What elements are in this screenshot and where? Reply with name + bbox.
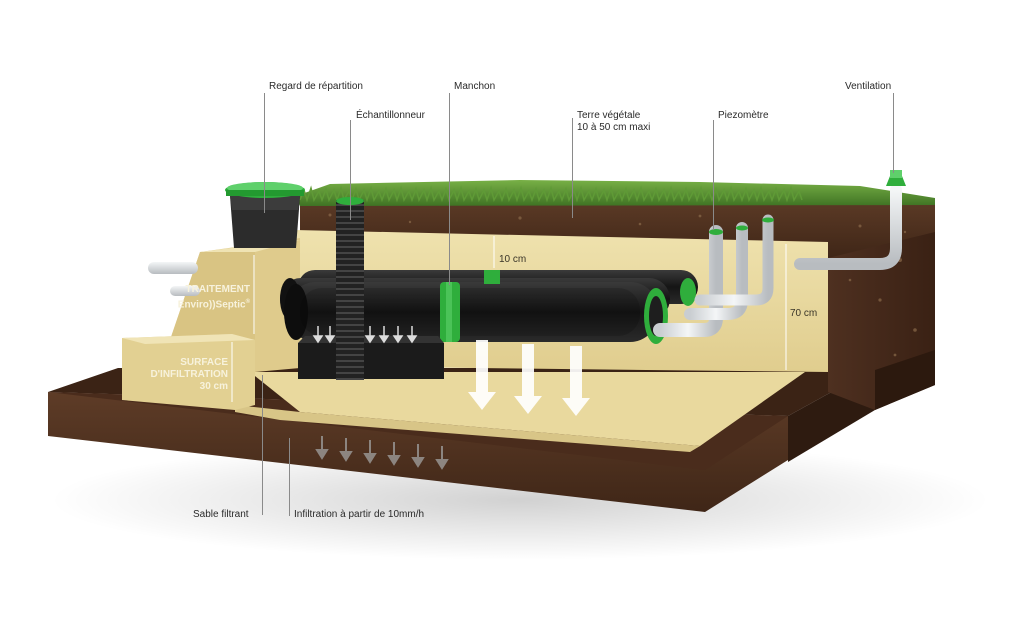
label-manchon: Manchon — [454, 81, 496, 92]
label-traitement-line2: Enviro))Septic® — [168, 296, 250, 311]
label-terre-vegetale: Terre végétale 10 à 50 cm maxi — [577, 110, 650, 134]
label-terre-line1: Terre végétale — [577, 110, 641, 121]
ventilation-pipe — [794, 184, 902, 270]
leader-ventilation — [893, 93, 894, 173]
dimension-markers — [231, 236, 787, 402]
ventilation-cap-icon — [886, 170, 906, 186]
label-traitement-line1: TRAITEMENT — [185, 284, 250, 295]
leader-terre — [572, 118, 573, 218]
label-echantillonneur: Échantillonneur — [356, 110, 425, 121]
flow-arrows — [468, 340, 590, 416]
sampler-riser — [298, 197, 444, 380]
label-dim-10cm: 10 cm — [499, 254, 527, 265]
sand-floor-front — [235, 405, 700, 452]
label-surface-line1: SURFACE — [180, 357, 228, 368]
inlet-pipe — [148, 262, 200, 296]
label-dim-70cm: 70 cm — [790, 308, 818, 319]
label-regard: Regard de répartition — [269, 81, 363, 92]
label-surface-line3: 30 cm — [199, 381, 228, 392]
label-terre-line2: 10 à 50 cm maxi — [577, 122, 651, 133]
distribution-pipes — [280, 270, 698, 342]
leader-manchon — [449, 93, 450, 285]
leader-echantillonneur — [350, 120, 351, 220]
label-ventilation: Ventilation — [845, 81, 892, 92]
infiltration-arrows — [315, 436, 449, 470]
label-sable-filtrant: Sable filtrant — [193, 509, 249, 520]
leader-sable — [262, 375, 263, 515]
label-traitement-brand: Enviro))Septic — [177, 299, 246, 311]
sand-step-blocks — [122, 238, 300, 410]
label-surface-line2: D'INFILTRATION — [150, 369, 228, 380]
leader-infiltration — [289, 438, 290, 516]
label-traitement-reg: ® — [245, 299, 250, 305]
leader-piezometre — [713, 120, 714, 230]
distribution-box — [225, 182, 305, 248]
label-piezometre: Piezomètre — [718, 110, 769, 121]
label-surface: SURFACE D'INFILTRATION 30 cm — [148, 357, 228, 393]
label-traitement: TRAITEMENT Enviro))Septic® — [168, 284, 250, 311]
leader-regard — [264, 93, 265, 213]
piezometer-caps — [709, 217, 774, 235]
grass-layer — [296, 180, 935, 206]
piezometer-pipes — [653, 207, 799, 337]
label-infiltration: Infiltration à partir de 10mm/h — [294, 509, 425, 520]
soil-speckles — [328, 213, 917, 357]
sampler-arrows — [312, 326, 418, 344]
